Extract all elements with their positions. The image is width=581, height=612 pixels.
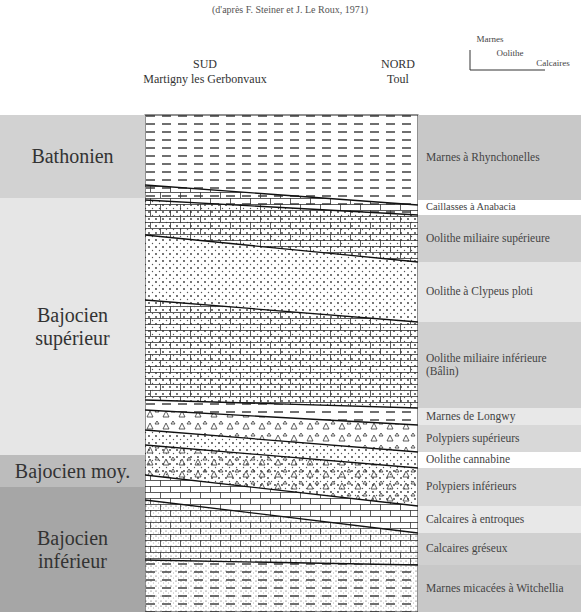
location-label: Martigny les Gerbonvaux	[143, 72, 266, 87]
formation-name: Marnes à Rhynchonelles	[426, 151, 540, 164]
formation-band: Polypiers supérieurs	[418, 425, 581, 452]
formation-name: Polypiers inférieurs	[426, 480, 516, 493]
rock-pattern	[145, 500, 418, 565]
formation-band: Polypiers inférieurs	[418, 468, 581, 506]
stage-name: Bajocien supérieur	[6, 304, 139, 350]
formation-name: Caillasses à Anabacia	[426, 202, 516, 213]
stage-name: Bajocien inférieur	[6, 527, 139, 573]
formation-band: Marnes à Rhynchonelles	[418, 115, 581, 200]
location-label: Toul	[387, 72, 409, 87]
stage-band: Bajocien supérieur	[0, 198, 145, 455]
key-label: Oolithe	[497, 48, 524, 58]
formation-name: Marnes de Longwy	[426, 410, 515, 423]
key-label: Calcaires	[536, 58, 569, 68]
formation-name: Oolithe cannabine	[426, 453, 510, 466]
source-note: (d'après F. Steiner et J. Le Roux, 1971)	[212, 4, 368, 15]
bed-boundary	[145, 475, 418, 506]
formation-name: Oolithe miliaire inférieure (Bâlin)	[426, 352, 575, 378]
stage-name: Bathonien	[31, 145, 113, 168]
formation-name: Oolithe à Clypeus ploti	[426, 285, 533, 298]
rock-units	[145, 115, 418, 612]
formation-band: Marnes micacées à Witchellia	[418, 565, 581, 612]
stage-band: Bajocien moy.	[0, 455, 145, 487]
formation-band: Marnes de Longwy	[418, 408, 581, 425]
formation-name: Polypiers supérieurs	[426, 432, 520, 445]
formation-band: Oolithe cannabine	[418, 452, 581, 468]
formation-band: Oolithe à Clypeus ploti	[418, 262, 581, 322]
rock-pattern	[145, 300, 418, 408]
formation-band: Oolithe miliaire inférieure (Bâlin)	[418, 322, 581, 408]
rock-pattern	[145, 500, 418, 565]
formation-name: Marnes micacées à Witchellia	[426, 582, 564, 595]
formation-name: Oolithe miliaire supérieure	[426, 232, 550, 245]
bed-boundary	[145, 560, 418, 565]
key-label: Marnes	[477, 34, 504, 44]
bed-boundary	[145, 500, 418, 533]
bed-boundary	[145, 445, 418, 468]
stage-name: Bajocien moy.	[15, 460, 130, 483]
column-frame	[145, 115, 418, 612]
bed-boundary	[145, 410, 418, 425]
formation-name: Calcaires à entroques	[426, 513, 524, 526]
bed-boundary	[145, 235, 418, 262]
bed-boundary	[145, 200, 418, 215]
location-label: NORD	[381, 57, 415, 72]
location-label: SUD	[193, 57, 217, 72]
stage-band: Bajocien inférieur	[0, 487, 145, 612]
formation-band: Oolithe miliaire supérieure	[418, 215, 581, 262]
rock-pattern	[145, 560, 418, 612]
formation-band: Caillasses à Anabacia	[418, 200, 581, 215]
formation-band: Calcaires gréseux	[418, 533, 581, 565]
rock-pattern	[145, 560, 418, 612]
bed-boundary	[145, 300, 418, 322]
formation-name: Calcaires gréseux	[426, 542, 507, 555]
stage-band: Bathonien	[0, 115, 145, 198]
formation-band: Calcaires à entroques	[418, 506, 581, 533]
rock-pattern	[145, 300, 418, 408]
bed-boundary	[145, 400, 418, 408]
